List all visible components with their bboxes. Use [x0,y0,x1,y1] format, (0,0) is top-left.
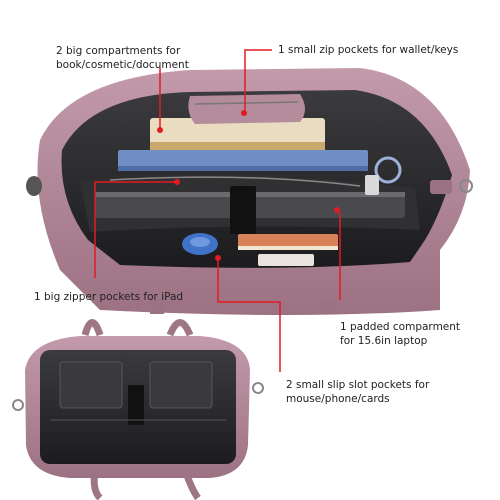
handle-left [81,319,104,337]
top-bag [26,68,473,315]
callout-laptop-line1: 1 padded comparment [340,321,461,333]
callout-slip-pockets-line1: 2 small slip slot pockets for [286,379,430,391]
callout-compartments-line1: 2 big compartments for [56,45,181,57]
zip-pocket [188,94,305,124]
phone [258,254,314,266]
zip-pull-icon [241,110,247,116]
callout-laptop: 1 padded comparment for 15.6in laptop [340,320,460,348]
callout-compartments-line2: book/cosmetic/document [56,59,189,71]
strap-ring [459,179,473,193]
callout-slip-pockets: 2 small slip slot pockets for mouse/phon… [286,378,429,406]
book-1-cover [150,142,325,150]
callout-ipad-pocket-line1: 1 big zipper pockets for iPad [34,291,184,303]
callout-slip-pockets-line2: mouse/phone/cards [286,393,390,405]
folder-blue [118,150,368,170]
callout-laptop-line2: for 15.6in laptop [340,335,428,347]
callout-zip-pockets-line1: 1 small zip pockets for wallet/keys [278,44,459,56]
book-1 [150,118,325,148]
bottom-bag [12,319,264,500]
callout-ipad-pocket: 1 big zipper pockets for iPad [34,290,183,304]
slip-pocket-left [59,361,123,409]
callout-lines [94,49,341,372]
callout-compartments: 2 big compartments for book/cosmetic/doc… [56,44,189,72]
slip-pocket-right [149,361,213,409]
velcro-strap-bottom [128,385,144,425]
side-strap-right [430,180,452,194]
callout-zip-pockets: 1 small zip pockets for wallet/keys [278,43,458,57]
velcro-strap [230,186,256,234]
folder-blue-edge [118,166,368,171]
shoulder-strap-stub [26,176,42,196]
keyring-icon [374,156,402,184]
handle-right [166,319,194,337]
